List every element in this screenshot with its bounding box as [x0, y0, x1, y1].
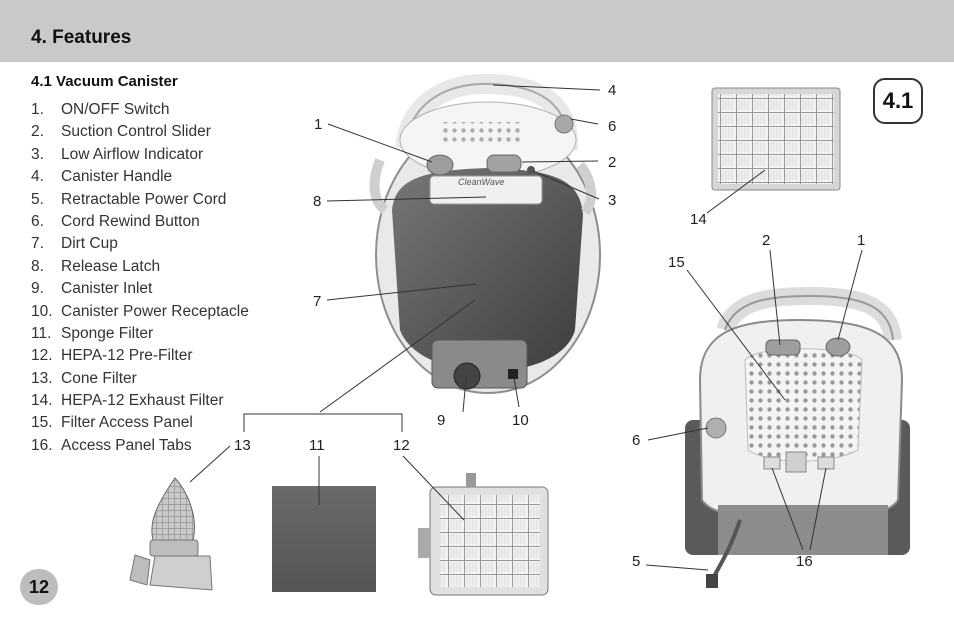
callout-label: 13 — [234, 437, 251, 454]
item-label: HEPA-12 Exhaust Filter — [61, 392, 224, 410]
list-item: 12. HEPA-12 Pre-Filter — [31, 345, 249, 367]
item-number: 10. — [31, 302, 53, 320]
cone-filter-illustration — [129, 477, 213, 591]
list-item: 9. Canister Inlet — [31, 278, 249, 300]
item-label: Filter Access Panel — [61, 414, 193, 432]
feature-list: 1. ON/OFF Switch 2. Suction Control Slider… — [31, 99, 249, 457]
exhaust-filter-illustration — [711, 87, 841, 191]
callout-label: 1 — [857, 232, 866, 249]
list-item: 15. Filter Access Panel — [31, 412, 249, 434]
item-number: 6. — [31, 212, 44, 230]
callout-label: 8 — [313, 193, 322, 210]
callout-label: 14 — [690, 211, 707, 228]
callout-label: 6 — [608, 118, 617, 135]
item-label: Cord Rewind Button — [61, 212, 200, 230]
page-number: 12 — [20, 569, 58, 605]
item-label: Canister Inlet — [61, 280, 153, 298]
item-label: Canister Handle — [61, 168, 173, 186]
leader-lines — [189, 84, 863, 571]
item-number: 5. — [31, 190, 44, 208]
item-label: Retractable Power Cord — [61, 190, 227, 208]
item-number: 16. — [31, 436, 53, 454]
list-item: 7. Dirt Cup — [31, 233, 249, 255]
item-label: HEPA-12 Pre-Filter — [61, 347, 193, 365]
callout-label: 10 — [512, 412, 529, 429]
callout-label: 1 — [314, 116, 323, 133]
list-item: 11. Sponge Filter — [31, 323, 249, 345]
callout-label: 15 — [668, 254, 685, 271]
item-number: 8. — [31, 257, 44, 275]
pre-filter-illustration — [418, 473, 549, 596]
page-header: 4. Features — [0, 0, 954, 62]
item-number: 12. — [31, 347, 53, 365]
item-number: 15. — [31, 414, 53, 432]
sponge-filter-illustration — [272, 486, 376, 592]
callout-label: 16 — [796, 553, 813, 570]
product-logo: CleanWave — [458, 177, 504, 187]
item-label: Low Airflow Indicator — [61, 145, 204, 163]
item-label: Sponge Filter — [61, 324, 154, 342]
item-label: ON/OFF Switch — [61, 101, 170, 118]
item-label: Cone Filter — [61, 369, 137, 387]
list-item: 10. Canister Power Receptacle — [31, 301, 249, 323]
list-item: 14. HEPA-12 Exhaust Filter — [31, 390, 249, 412]
figure-badge: 4.1 — [873, 78, 923, 124]
list-item: 2. Suction Control Slider — [31, 121, 249, 143]
item-label: Canister Power Receptacle — [61, 302, 249, 320]
canister-back-illustration — [685, 286, 910, 588]
callout-label: 12 — [393, 437, 410, 454]
callout-label: 6 — [632, 432, 641, 449]
item-number: 9. — [31, 280, 44, 298]
item-number: 7. — [31, 235, 44, 253]
list-item: 4. Canister Handle — [31, 166, 249, 188]
callout-label: 2 — [762, 232, 771, 249]
callout-label: 2 — [608, 154, 617, 171]
list-item: 16. Access Panel Tabs — [31, 435, 249, 457]
list-item: 3. Low Airflow Indicator — [31, 144, 249, 166]
list-item: 6. Cord Rewind Button — [31, 211, 249, 233]
item-number: 11. — [31, 324, 52, 342]
item-number: 2. — [31, 123, 44, 141]
page-title: 4. Features — [31, 27, 132, 48]
item-number: 4. — [31, 168, 44, 186]
section-title: 4.1 Vacuum Canister — [31, 73, 178, 90]
callout-label: 9 — [437, 412, 446, 429]
list-item: 5. Retractable Power Cord — [31, 189, 249, 211]
canister-front-illustration: CleanWave — [369, 73, 601, 394]
list-item: 13. Cone Filter — [31, 368, 249, 390]
item-label: Dirt Cup — [61, 235, 118, 253]
item-number: 3. — [31, 145, 44, 163]
callout-label: 3 — [608, 192, 617, 209]
item-number: 1. — [31, 101, 44, 118]
item-label: Access Panel Tabs — [61, 436, 192, 454]
item-number: 13. — [31, 369, 53, 387]
callout-label: 11 — [309, 437, 325, 454]
callout-label: 7 — [313, 293, 322, 310]
list-item: 8. Release Latch — [31, 256, 249, 278]
list-item: 1. ON/OFF Switch — [31, 99, 249, 121]
item-number: 14. — [31, 392, 53, 410]
callout-label: 5 — [632, 553, 641, 570]
item-label: Suction Control Slider — [61, 123, 211, 141]
item-label: Release Latch — [61, 257, 161, 275]
callout-label: 4 — [608, 82, 617, 99]
